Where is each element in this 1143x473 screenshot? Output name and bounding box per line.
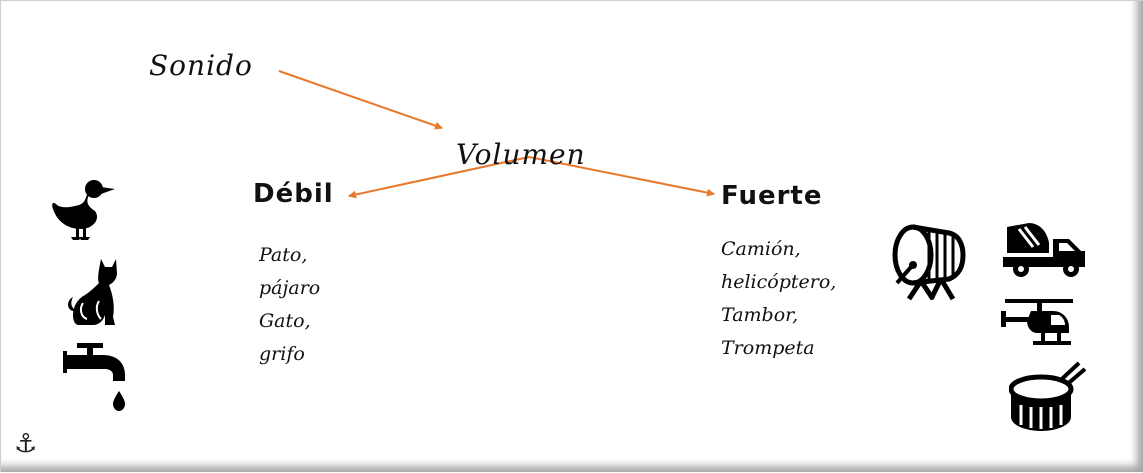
- node-volumen: Volumen: [456, 138, 586, 171]
- duck-icon: [52, 180, 115, 240]
- example-weak-item: Pato,: [259, 244, 308, 266]
- bass-drum-icon: [892, 224, 966, 301]
- examples-weak-list: Pato, pájaro Gato, grifo: [259, 239, 320, 371]
- example-weak-item: grifo: [259, 343, 305, 365]
- node-fuerte: Fuerte: [721, 181, 823, 211]
- snare-drum-icon: [1009, 361, 1087, 431]
- example-strong-item: Tambor,: [721, 304, 799, 326]
- examples-strong-list: Camión, helicóptero, Tambor, Trompeta: [721, 233, 836, 365]
- node-sonido: Sonido: [149, 49, 253, 82]
- example-weak-item: Gato,: [259, 310, 311, 332]
- arrow-volumen-to-fuerte: [528, 156, 715, 197]
- example-strong-item: Trompeta: [721, 337, 815, 359]
- faucet-icon: [63, 343, 125, 411]
- example-strong-item: Camión,: [721, 238, 801, 260]
- arrow-sonido-to-volumen: [278, 70, 443, 130]
- cement-truck-icon: [1003, 223, 1085, 277]
- helicopter-icon: [1001, 299, 1073, 345]
- cat-icon: [68, 259, 117, 325]
- anchor-icon: ⚓: [14, 429, 38, 459]
- node-debil: Débil: [253, 179, 334, 209]
- example-weak-item: pájaro: [259, 277, 321, 299]
- example-strong-item: helicóptero,: [721, 271, 837, 293]
- arrow-volumen-to-debil: [348, 156, 530, 199]
